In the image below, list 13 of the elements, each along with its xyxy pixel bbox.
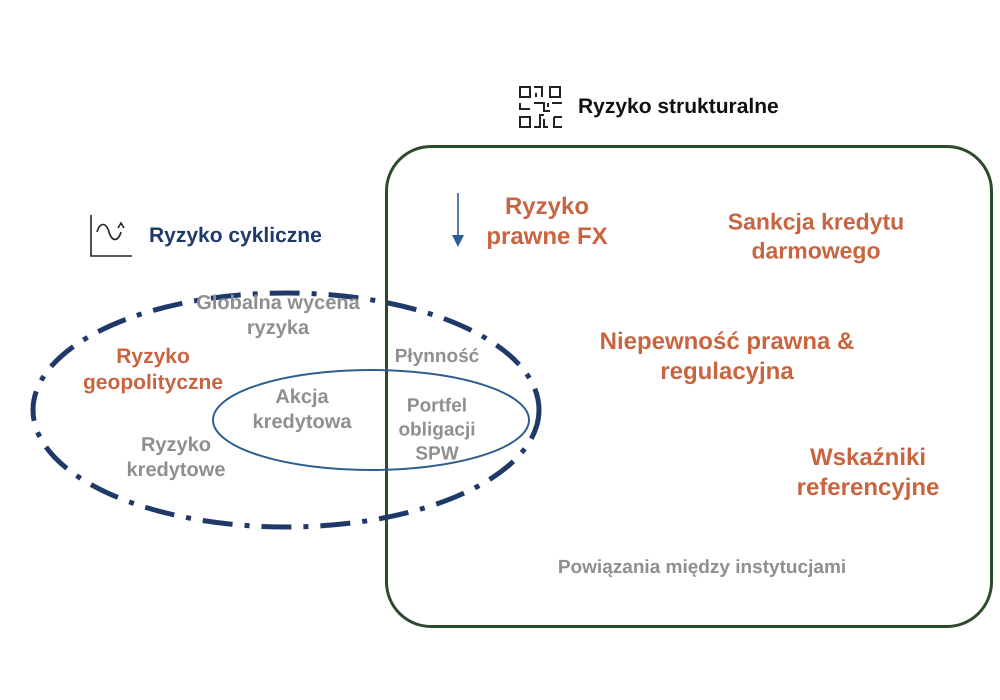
risk-label: Portfel obligacji SPW [397,394,477,466]
risk-label: Ryzyko geopolityczne [82,344,224,396]
risk-label: Ryzyko prawne FX [485,192,609,252]
section-heading: Ryzyko cykliczne [149,224,322,248]
risk-label: Niepewność prawna & regulacyjna [598,327,856,387]
risk-label: Globalna wycena ryzyka [195,291,361,341]
risk-label: Sankcja kredytu darmowego [726,207,906,265]
risk-label: Ryzyko kredytowe [126,433,226,483]
risk-label: Płynność [394,345,480,369]
risk-label: Powiązania między instytucjami [556,556,848,580]
section-heading: Ryzyko strukturalne [578,95,779,119]
risk-label: Wskaźniki referencyjne [796,443,940,503]
risk-label: Akcja kredytowa [252,385,353,435]
